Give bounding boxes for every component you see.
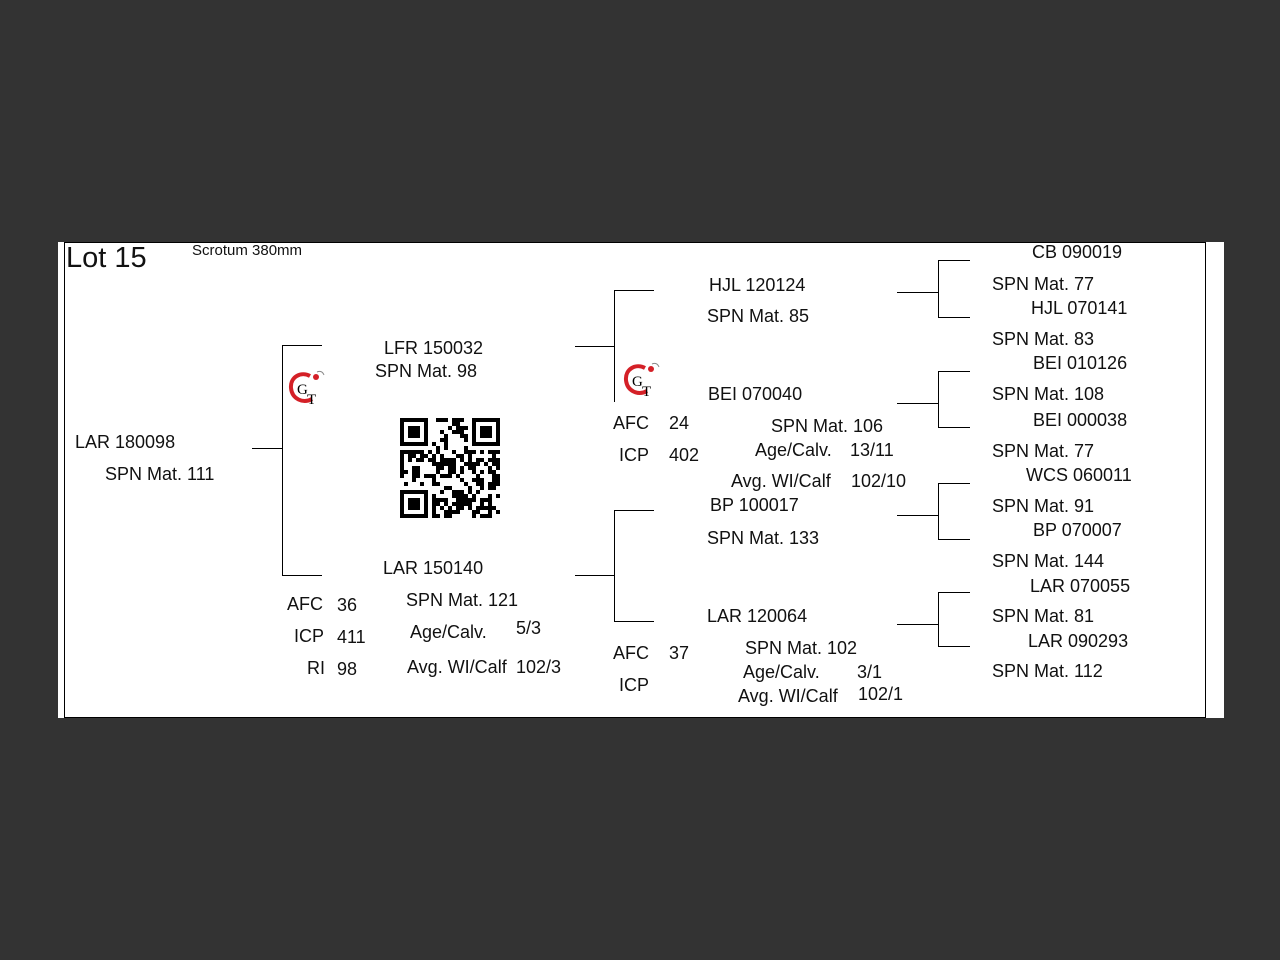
connector-line [938, 260, 970, 261]
connector-line [938, 371, 939, 427]
ggd-1-spn: SPN Mat. 83 [992, 329, 1095, 349]
ggd-3-id: BP 070007 [1033, 520, 1122, 540]
sire-dam-afc-label: AFC [613, 413, 649, 433]
dam-age-calv-label: Age/Calv. [410, 622, 487, 642]
connector-line [614, 290, 615, 402]
connector-line [938, 483, 939, 539]
ggs-1-spn: SPN Mat. 77 [992, 274, 1095, 294]
dam-dam-afc: 37 [669, 643, 690, 663]
border-bottom [64, 717, 1206, 718]
ggs-3-spn: SPN Mat. 91 [992, 496, 1095, 516]
connector-line [282, 345, 322, 346]
dam-age-calv: 5/3 [516, 618, 542, 638]
sire-dam-icp: 402 [669, 445, 700, 465]
connector-line [938, 317, 970, 318]
dam-dam-avg-wi-label: Avg. WI/Calf [738, 686, 838, 706]
connector-line [897, 624, 938, 625]
dam-spn: SPN Mat. 121 [406, 590, 519, 610]
sire-id: LFR 150032 [384, 338, 484, 358]
sire-spn: SPN Mat. 98 [375, 361, 478, 381]
connector-line [938, 483, 970, 484]
ggd-4-spn: SPN Mat. 112 [992, 661, 1103, 681]
dam-dam-spn: SPN Mat. 102 [745, 638, 858, 658]
gt-logo-icon: G T [288, 370, 325, 408]
connector-line [575, 575, 614, 576]
dam-dam-age-calv-label: Age/Calv. [743, 662, 820, 682]
svg-text:T: T [307, 392, 316, 408]
dam-ri-label: RI [307, 658, 325, 678]
ggs-4-spn: SPN Mat. 81 [992, 606, 1095, 626]
sire-dam-id: BEI 070040 [708, 384, 803, 404]
connector-line [614, 290, 654, 291]
svg-text:T: T [642, 384, 651, 400]
connector-line [614, 510, 654, 511]
ggd-1-id: HJL 070141 [1031, 298, 1128, 318]
connector-line [938, 539, 970, 540]
border-top [64, 242, 1206, 243]
dam-avg-wi-label: Avg. WI/Calf [407, 657, 507, 677]
dam-dam-avg-wi: 102/1 [858, 684, 904, 704]
connector-line [897, 515, 938, 516]
svg-text:G: G [297, 382, 308, 398]
connector-line [938, 646, 970, 647]
connector-line [938, 592, 939, 646]
dam-dam-id: LAR 120064 [707, 606, 808, 626]
ggd-3-spn: SPN Mat. 144 [992, 551, 1105, 571]
ggd-2-id: BEI 000038 [1033, 410, 1128, 430]
ggs-2-spn: SPN Mat. 108 [992, 384, 1105, 404]
dam-afc-label: AFC [287, 594, 323, 614]
scrotum-measure: Scrotum 380mm [192, 242, 303, 259]
connector-line [614, 510, 615, 622]
connector-line [938, 260, 939, 317]
connector-line [897, 292, 938, 293]
border-right [1205, 242, 1206, 718]
ggd-4-id: LAR 090293 [1028, 631, 1129, 651]
ggs-4-id: LAR 070055 [1030, 576, 1131, 596]
border-left [64, 242, 65, 718]
sire-dam-spn: SPN Mat. 106 [771, 416, 884, 436]
subject-id: LAR 180098 [75, 432, 176, 452]
dam-dam-afc-label: AFC [613, 643, 649, 663]
connector-line [282, 345, 283, 575]
lot-label: Lot 15 [66, 242, 147, 274]
sire-dam-age-calv: 13/11 [850, 440, 894, 460]
sire-dam-age-calv-label: Age/Calv. [755, 440, 832, 460]
pedigree-card [58, 242, 1224, 718]
sire-dam-avg-wi: 102/10 [851, 471, 907, 491]
connector-line [938, 371, 970, 372]
svg-text:G: G [632, 374, 643, 390]
dam-icp-label: ICP [294, 626, 325, 646]
connector-line [938, 592, 970, 593]
dam-dam-icp-label: ICP [619, 675, 650, 695]
connector-line [614, 621, 654, 622]
sire-sire-spn: SPN Mat. 85 [707, 306, 810, 326]
dam-sire-spn: SPN Mat. 133 [707, 528, 820, 548]
qr-code-icon[interactable] [400, 418, 500, 518]
ggs-3-id: WCS 060011 [1026, 465, 1132, 485]
connector-line [575, 346, 614, 347]
dam-dam-age-calv: 3/1 [857, 662, 883, 682]
dam-avg-wi: 102/3 [516, 657, 562, 677]
connector-line [252, 448, 282, 449]
connector-line [282, 575, 322, 576]
gt-logo-icon: G T [623, 362, 660, 400]
sire-dam-afc: 24 [669, 413, 690, 433]
ggs-1-id: CB 090019 [1032, 242, 1123, 262]
subject-spn: SPN Mat. 111 [105, 464, 215, 484]
ggs-2-id: BEI 010126 [1033, 353, 1128, 373]
dam-sire-id: BP 100017 [710, 495, 799, 515]
sire-sire-id: HJL 120124 [709, 275, 806, 295]
dam-ri: 98 [337, 659, 358, 679]
sire-dam-icp-label: ICP [619, 445, 650, 465]
dam-id: LAR 150140 [383, 558, 484, 578]
dam-icp: 411 [337, 627, 366, 647]
connector-line [938, 427, 970, 428]
dam-afc: 36 [337, 595, 358, 615]
connector-line [897, 403, 938, 404]
sire-dam-avg-wi-label: Avg. WI/Calf [731, 471, 831, 491]
ggd-2-spn: SPN Mat. 77 [992, 441, 1095, 461]
